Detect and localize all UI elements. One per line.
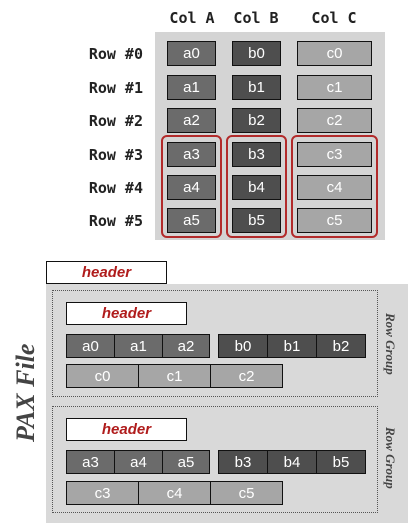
row-group-2-label: Row Group bbox=[383, 427, 398, 489]
table-cell-b3: b3 bbox=[232, 142, 281, 167]
row-label-5: Row #5 bbox=[88, 212, 143, 230]
rg2-cell-a5: a5 bbox=[162, 450, 210, 474]
rg1-cell-b1: b1 bbox=[267, 334, 317, 358]
table-cell-c2: c2 bbox=[297, 108, 372, 133]
table-cell-c1: c1 bbox=[297, 75, 372, 100]
table-cell-c5: c5 bbox=[297, 208, 372, 233]
row-label-4: Row #4 bbox=[88, 179, 143, 197]
table-cell-b0: b0 bbox=[232, 41, 281, 66]
rg1-cell-c0: c0 bbox=[66, 364, 139, 388]
rg1-cell-c2: c2 bbox=[210, 364, 283, 388]
rg2-cell-c4: c4 bbox=[138, 481, 211, 505]
row-label-0: Row #0 bbox=[88, 45, 143, 63]
column-header-b: Col B bbox=[233, 9, 279, 27]
rg2-cell-b4: b4 bbox=[267, 450, 317, 474]
table-cell-c0: c0 bbox=[297, 41, 372, 66]
row-group-1-header: header bbox=[66, 302, 187, 325]
rg2-cell-a3: a3 bbox=[66, 450, 115, 474]
table-cell-a4: a4 bbox=[167, 175, 216, 200]
rg1-cell-b2: b2 bbox=[316, 334, 366, 358]
table-cell-c3: c3 bbox=[297, 142, 372, 167]
table-cell-b4: b4 bbox=[232, 175, 281, 200]
row-group-2 bbox=[52, 406, 378, 513]
highlight-box-col-a bbox=[161, 135, 222, 238]
rg1-cell-c1: c1 bbox=[138, 364, 211, 388]
rg1-cell-b0: b0 bbox=[218, 334, 268, 358]
row-label-2: Row #2 bbox=[88, 112, 143, 130]
highlight-box-col-c bbox=[291, 135, 378, 238]
table-cell-c4: c4 bbox=[297, 175, 372, 200]
highlight-box-col-b bbox=[226, 135, 287, 238]
table-cell-a3: a3 bbox=[167, 142, 216, 167]
rg2-cell-a4: a4 bbox=[114, 450, 163, 474]
row-group-1 bbox=[52, 290, 378, 397]
rg2-cell-b5: b5 bbox=[316, 450, 366, 474]
table-cell-b2: b2 bbox=[232, 108, 281, 133]
row-group-1-label: Row Group bbox=[383, 313, 398, 375]
table-cell-b5: b5 bbox=[232, 208, 281, 233]
table-cell-a5: a5 bbox=[167, 208, 216, 233]
rg2-cell-c5: c5 bbox=[210, 481, 283, 505]
rg1-cell-a0: a0 bbox=[66, 334, 115, 358]
rg1-cell-a2: a2 bbox=[162, 334, 210, 358]
row-group-2-header: header bbox=[66, 418, 187, 441]
table-cell-a1: a1 bbox=[167, 75, 216, 100]
rg2-cell-c3: c3 bbox=[66, 481, 139, 505]
rg1-cell-a1: a1 bbox=[114, 334, 163, 358]
rg2-cell-b3: b3 bbox=[218, 450, 268, 474]
table-cell-a0: a0 bbox=[167, 41, 216, 66]
file-header: header bbox=[46, 261, 167, 284]
row-label-3: Row #3 bbox=[88, 146, 143, 164]
table-cell-a2: a2 bbox=[167, 108, 216, 133]
table-cell-b1: b1 bbox=[232, 75, 281, 100]
column-header-c: Col C bbox=[311, 9, 357, 27]
column-header-a: Col A bbox=[169, 9, 215, 27]
row-label-1: Row #1 bbox=[88, 79, 143, 97]
pax-file-title: PAX File bbox=[11, 343, 40, 442]
